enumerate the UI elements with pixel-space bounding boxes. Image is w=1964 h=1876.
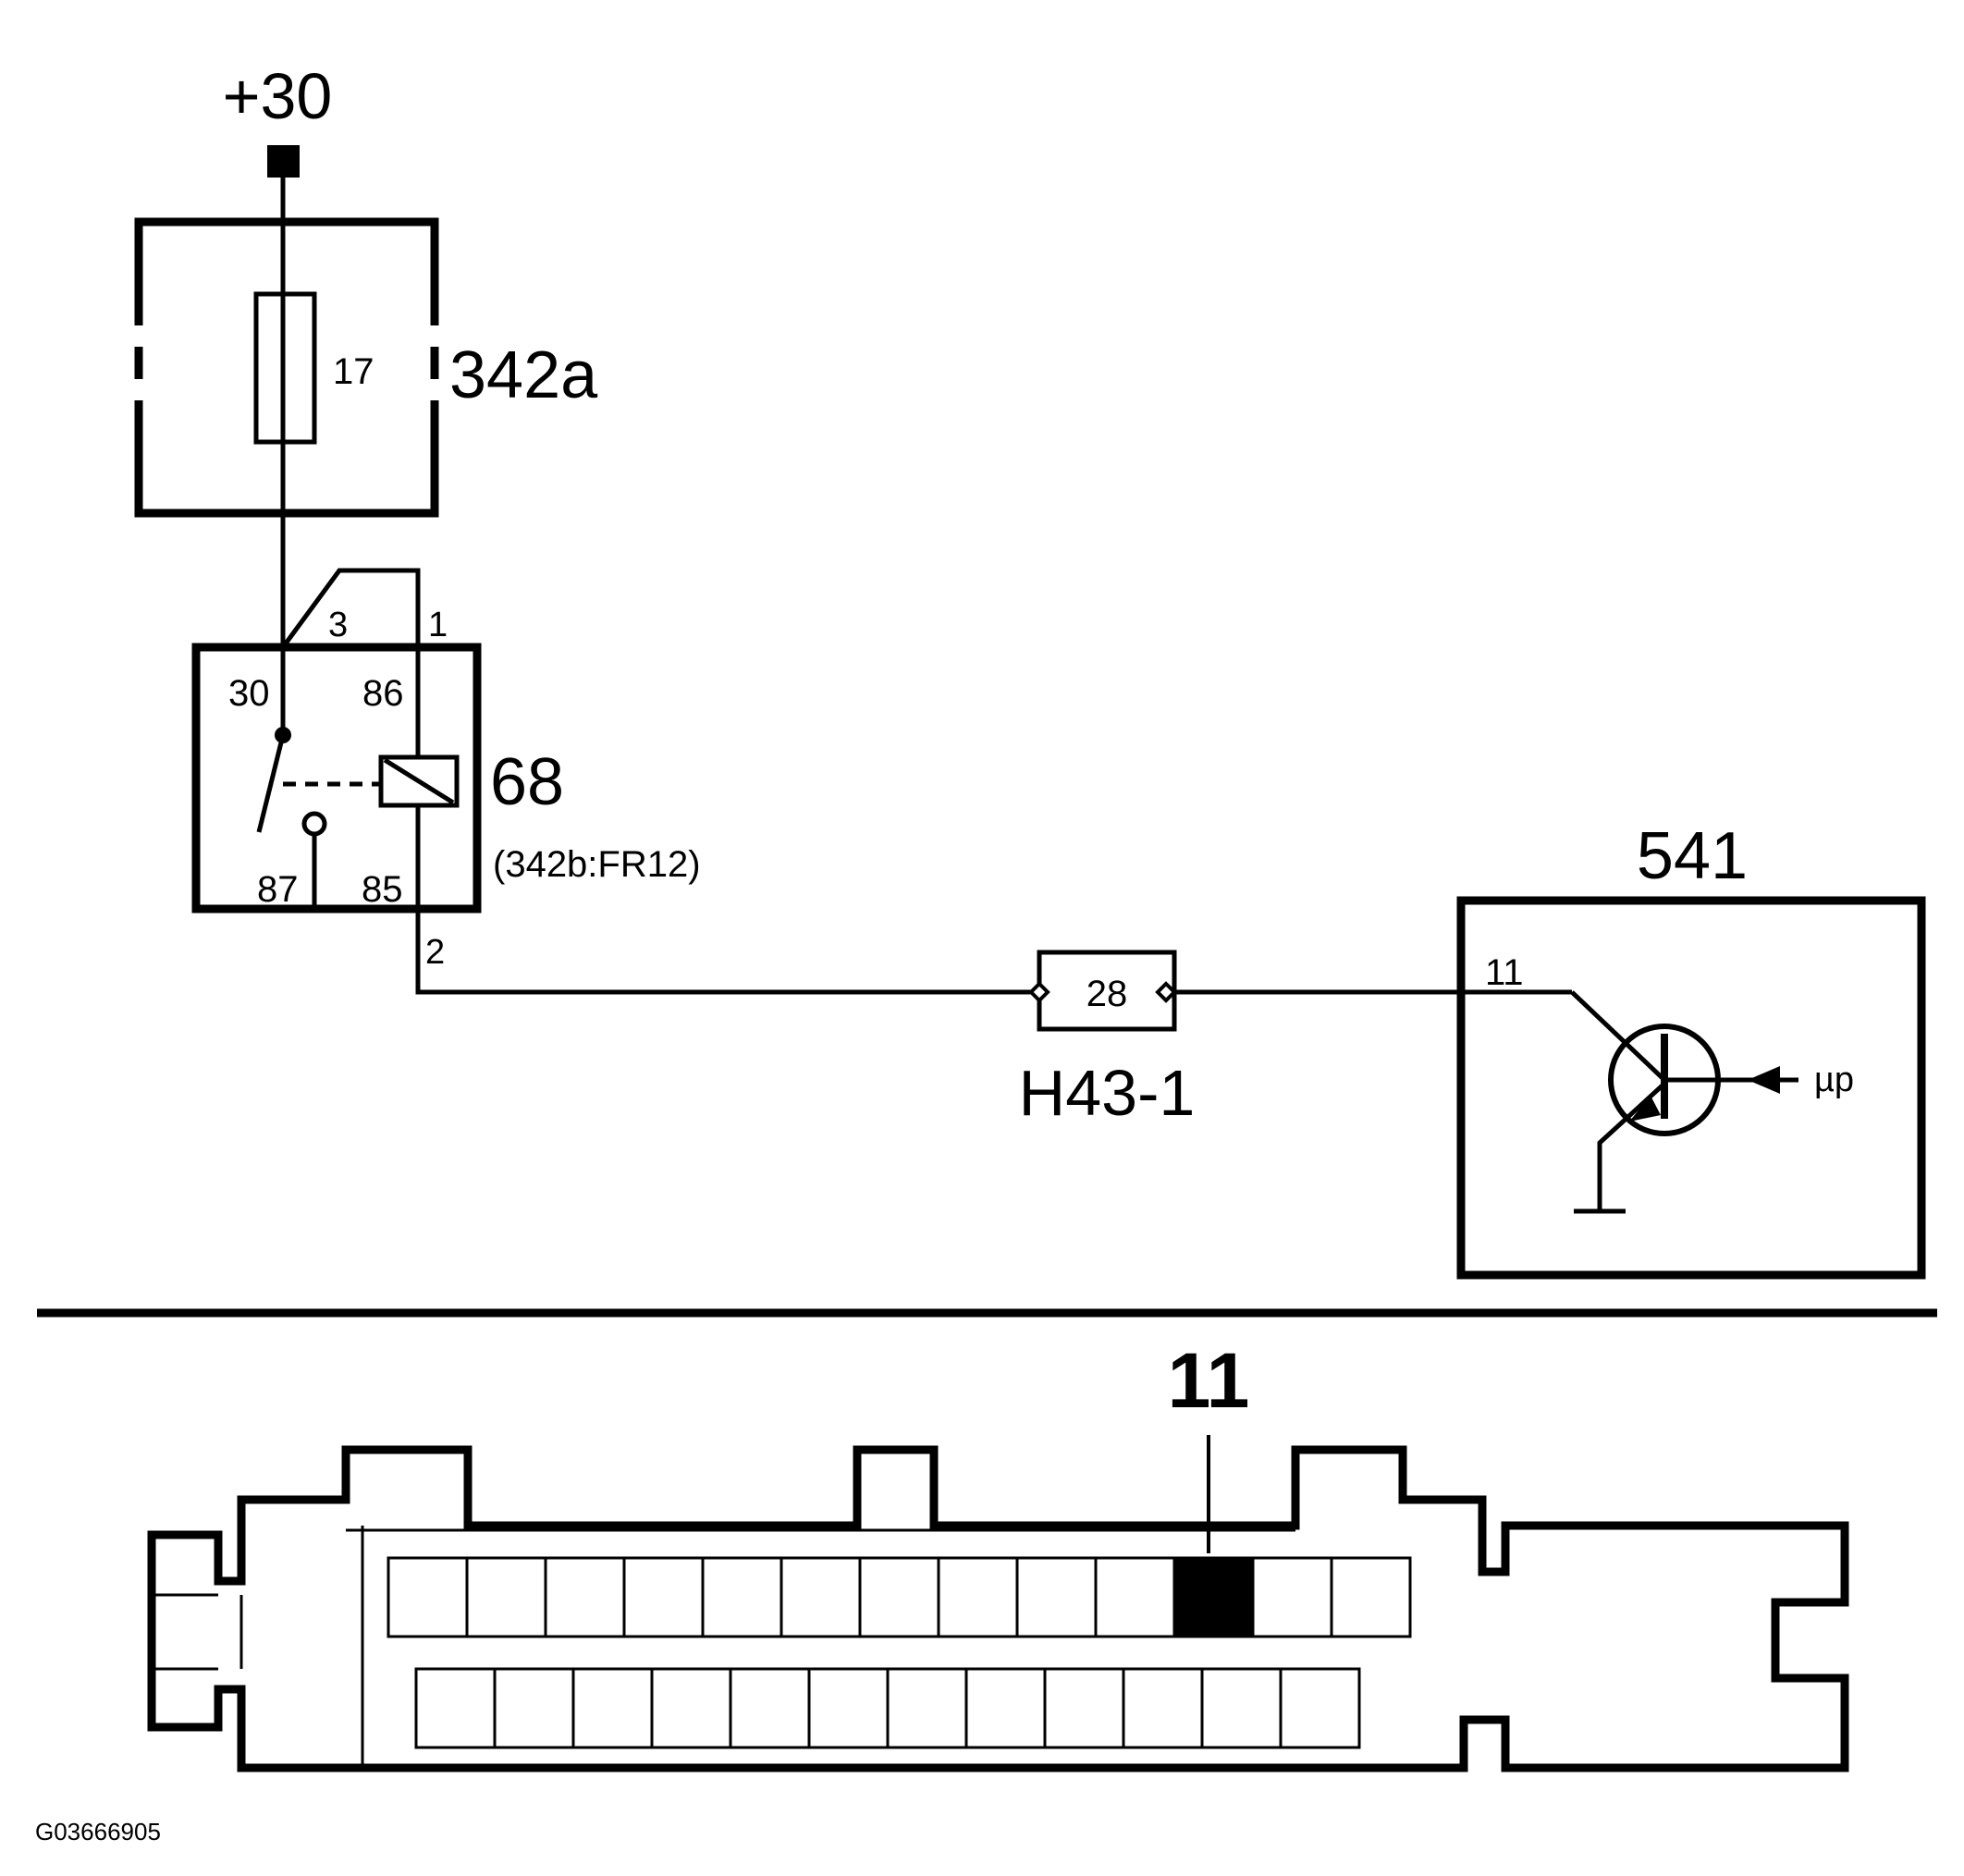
switch-contact-87 [301,811,327,837]
signal-wire-relay-side [415,909,1039,995]
relay-pin-87: 87 [257,869,299,910]
emitter-arrow [1629,1096,1661,1122]
cavity [729,1667,811,1749]
cavity [465,1556,547,1638]
wire-terminal-3: 3 [328,606,348,644]
relay-pin-30: 30 [228,673,270,714]
cavity-highlighted [1172,1556,1255,1638]
fuse-box-outline-bottom [134,400,439,518]
module-id-label: 541 [1637,819,1748,893]
highlighted-pin-label: 11 [1168,1337,1250,1424]
cavity [858,1556,940,1638]
power-supply-terminal: +30 [223,60,333,178]
fuse-box-outline-top [134,217,439,325]
cavity-row-lower [414,1667,1361,1749]
relay-box-outline [191,643,482,913]
wire-terminal-1: 1 [428,606,448,644]
control-module-541: 541 11 µp [1456,819,1926,1280]
cavity [1200,1667,1283,1749]
transistor-emitter [1597,1082,1666,1211]
cavity-row-upper [387,1556,1412,1638]
cavity [1094,1556,1176,1638]
module-pin-number: 11 [1485,952,1524,993]
relay-pin-86: 86 [362,673,404,714]
cavity [387,1556,469,1638]
cavity [886,1667,968,1749]
cavity [1015,1556,1098,1638]
fuse-box-342a: 17 342a [134,217,598,518]
connector-housing-outline [147,1445,1849,1772]
cavity [1251,1556,1333,1638]
relay-coil-feed-wire [280,568,421,649]
cavity [779,1556,862,1638]
supply-label: +30 [223,60,333,132]
cavity [701,1556,783,1638]
cavity [571,1667,654,1749]
base-input-arrow [1748,1066,1780,1094]
connector-face-view: 11 [147,1337,1849,1772]
cavity [807,1667,890,1749]
cavity [1330,1556,1412,1638]
connector-pin-number: 28 [1086,974,1128,1014]
figure-code: G03666905 [35,1818,161,1845]
transistor-collector [1570,990,1666,1082]
fuse-number-label: 17 [333,351,374,392]
cavity [650,1667,732,1749]
connector-left-pin-mark [1028,981,1050,1003]
cavity [937,1556,1019,1638]
fuse-box-id-label: 342a [449,338,598,412]
cavity [1279,1667,1361,1749]
relay-pin-85: 85 [362,869,403,910]
cavity [414,1667,497,1749]
relay-coil-diagonal [383,757,455,805]
relay-id-label: 68 [490,745,564,819]
switch-arm [256,734,286,833]
cavity [964,1667,1047,1749]
connector-id-label: H43-1 [1019,1057,1196,1129]
connector-h43-1: 28 H43-1 [1019,950,1196,1129]
cavity [622,1556,705,1638]
relay-68: 3 1 30 86 87 85 68 (342b:FR12) [191,568,701,913]
relay-location-label: (342b:FR12) [493,844,701,885]
supply-terminal-square [267,145,300,178]
wire-terminal-2: 2 [425,933,445,972]
cavity [493,1667,575,1749]
module-box-outline [1456,896,1926,1280]
connector-right-pin-mark [1155,981,1177,1003]
cavity [1043,1667,1125,1749]
module-signal-label: µp [1814,1061,1854,1099]
cavity [1122,1667,1204,1749]
cavity [544,1556,626,1638]
